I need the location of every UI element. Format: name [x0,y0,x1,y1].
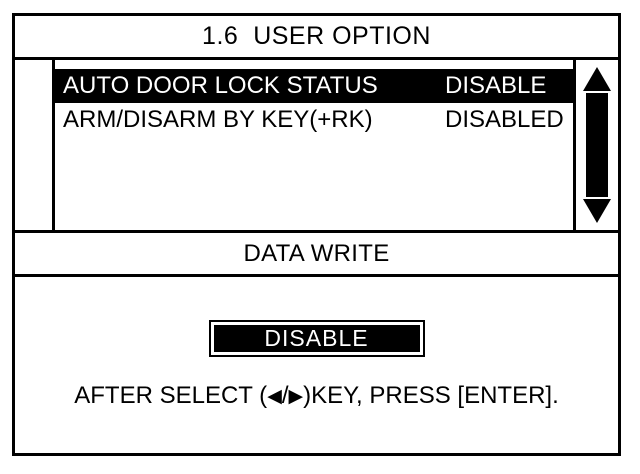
vertical-scrollbar[interactable] [573,60,618,230]
list-item-label: ARM/DISARM BY KEY(+RK) [63,106,373,133]
option-list[interactable]: AUTO DOOR LOCK STATUS DISABLE ARM/DISARM… [55,60,573,230]
title-bar: 1.6 USER OPTION [15,16,618,60]
page-title: 1.6 USER OPTION [202,22,431,50]
device-screen: 1.6 USER OPTION AUTO DOOR LOCK STATUS DI… [12,13,621,456]
option-list-section: AUTO DOOR LOCK STATUS DISABLE ARM/DISARM… [15,60,618,233]
list-left-gutter [15,60,55,230]
value-button-frame: DISABLE [208,320,425,357]
list-item-value: DISABLED [445,106,564,133]
triangle-down-icon[interactable] [583,199,611,223]
scrollbar-thumb[interactable] [586,93,608,197]
list-item[interactable]: ARM/DISARM BY KEY(+RK) DISABLED [55,103,573,137]
data-write-label: DATA WRITE [243,239,390,267]
triangle-up-icon[interactable] [583,67,611,91]
list-item-label: AUTO DOOR LOCK STATUS [63,72,378,99]
selected-value-button[interactable]: DISABLE [213,325,420,352]
list-item-value: DISABLE [445,72,547,99]
right-arrow-icon: ▶ [288,386,304,407]
value-editor-panel: DISABLE AFTER SELECT (◀/▶)KEY, PRESS [EN… [15,277,618,453]
hint-separator: / [281,382,289,409]
scrollbar-track[interactable] [586,91,608,199]
list-item[interactable]: AUTO DOOR LOCK STATUS DISABLE [55,69,573,103]
data-write-bar: DATA WRITE [15,233,618,277]
instruction-text: AFTER SELECT (◀/▶)KEY, PRESS [ENTER]. [15,382,618,410]
hint-suffix: )KEY, PRESS [ENTER]. [303,382,559,409]
left-arrow-icon: ◀ [267,386,282,407]
hint-prefix: AFTER SELECT ( [74,382,268,409]
